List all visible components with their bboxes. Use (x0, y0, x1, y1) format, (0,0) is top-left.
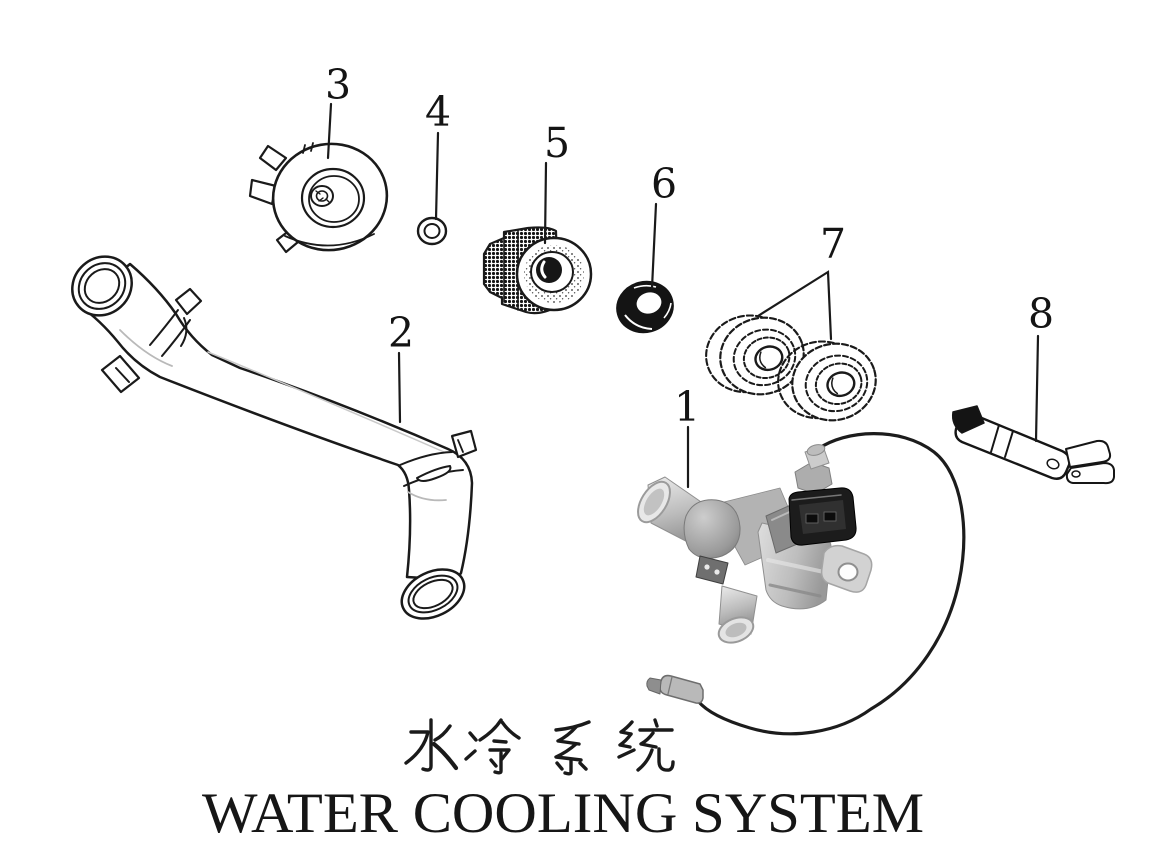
part-label-5: 5 (544, 119, 570, 167)
sensor-terminal-upper (1065, 439, 1112, 468)
leader-line-2 (397, 351, 402, 424)
leader-line-5 (543, 161, 548, 245)
leader-lines (326, 102, 1040, 489)
english-title-text: WATER COOLING SYSTEM (202, 782, 924, 845)
sensor-bands (990, 424, 1014, 458)
part-label-7: 7 (820, 220, 846, 268)
valve-dome-cap (683, 499, 741, 559)
sensor-terminal-hole (1071, 470, 1081, 478)
sensor-probe-tip (951, 405, 985, 434)
wire-bullet-tip (646, 677, 662, 695)
impeller-inner-ring-outer (300, 167, 366, 229)
part-1-thermostat-assembly-photo (637, 432, 966, 736)
valve-body-highlight (766, 558, 826, 574)
impeller-hub-knurl (315, 190, 330, 203)
leader-line-3 (326, 102, 333, 160)
leader-line-4 (434, 131, 440, 221)
part-label-4: 4 (425, 88, 451, 136)
valve-clamp-screw-1 (704, 564, 710, 570)
part-5-mechanical-seal-drawing (482, 226, 593, 315)
seal-bore-highlight (540, 260, 547, 279)
valve-bottom-pipe-bore (725, 622, 747, 638)
hose-elbow-shade-top (119, 329, 173, 367)
wire-bullet-ring (667, 676, 673, 695)
valve-left-pipe-bore (643, 488, 665, 516)
part-4-washer-drawing (416, 216, 448, 246)
part-6-oil-seal-drawing (616, 280, 674, 334)
leader-line-7 (756, 270, 833, 341)
impeller-rim-line (284, 233, 375, 247)
glyph-tong (617, 718, 675, 772)
part-7-bearings-drawing (705, 314, 877, 422)
part-label-1: 1 (674, 383, 700, 431)
valve-sensor-cap (806, 444, 826, 456)
glyph-leng (464, 718, 521, 775)
part-label-8: 8 (1028, 290, 1054, 338)
seal-bore (536, 257, 562, 283)
hose-highlight-line (207, 351, 445, 453)
bearing-right (777, 340, 877, 422)
oil-seal-highlight-1 (624, 314, 653, 330)
part-label-3: 3 (325, 61, 351, 109)
valve-clamp-screw-2 (714, 569, 720, 575)
impeller-hub-hole (315, 190, 329, 202)
part-2-coolant-hose-drawing (71, 255, 478, 620)
glyph-shui (404, 718, 459, 772)
oil-seal-highlight-3 (663, 302, 672, 319)
impeller-tab-top (258, 144, 288, 172)
leader-line-6 (650, 202, 658, 290)
hose-clamp-lower (399, 429, 478, 487)
part-number-labels: 1 2 3 4 5 6 7 8 (325, 61, 1054, 431)
leader-line-8 (1034, 334, 1040, 443)
valve-clamp (695, 555, 729, 585)
part-label-6: 6 (651, 160, 677, 208)
valve-flange-hole (837, 562, 859, 582)
hose-end-lower (400, 568, 466, 620)
glyph-xi (554, 720, 591, 776)
connector-pin-left (805, 513, 819, 524)
oil-seal-highlight-2 (633, 284, 657, 289)
impeller-hub (310, 185, 334, 207)
sensor-terminal-lower (1065, 462, 1115, 485)
hose-clamp-upper (100, 287, 203, 394)
oil-seal-bore (636, 292, 662, 314)
hose-elbow-shade-bottom (407, 491, 447, 502)
part-label-2: 2 (388, 309, 414, 357)
impeller-notch (302, 142, 314, 154)
valve-body-shade (768, 583, 822, 598)
sensor-wire (696, 432, 966, 736)
connector-pin-right (823, 511, 837, 522)
part-3-impeller-drawing (248, 142, 389, 254)
connector-edge-highlight (791, 494, 842, 501)
sensor-end-detail (1046, 458, 1060, 470)
hose-end-upper (71, 255, 133, 317)
bearing-left (705, 314, 805, 396)
impeller-inner-ring-inner (308, 175, 360, 223)
part-8-temperature-sensor-drawing (951, 405, 1115, 485)
chinese-title-glyphs (404, 718, 675, 776)
two-pin-connector-face (799, 500, 846, 534)
